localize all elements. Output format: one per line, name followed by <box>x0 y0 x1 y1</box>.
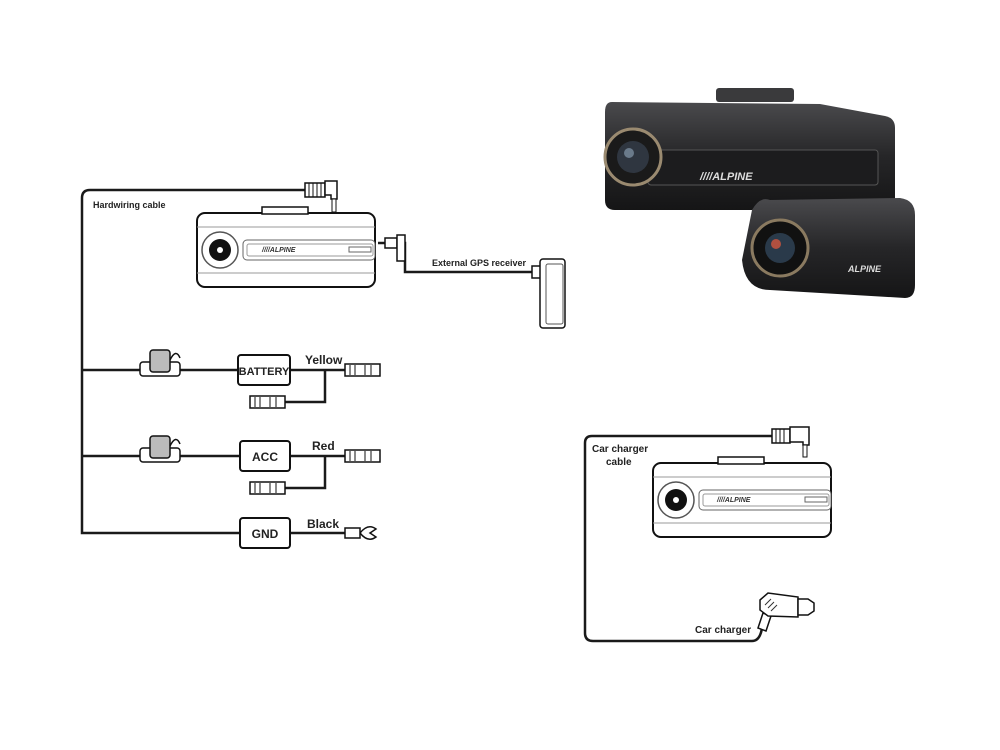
fuse-holder-icon <box>139 349 181 377</box>
acc-box: ACC <box>239 440 291 472</box>
car-charger-cable-label: Car charger <box>592 444 648 455</box>
connector-icon <box>344 363 381 377</box>
fuse-holder-icon <box>139 435 181 463</box>
hardwiring-cable-line <box>80 188 307 535</box>
car-charger-cable-label-line2: cable <box>606 457 632 468</box>
brand-logo: ////ALPINE <box>261 247 296 254</box>
red-wire-label: Red <box>312 439 335 453</box>
svg-text:ALPINE: ALPINE <box>847 264 882 274</box>
car-charger-cable-line <box>583 434 772 643</box>
connector-icon <box>249 395 286 409</box>
car-charger-label: Car charger <box>695 625 751 636</box>
car-charger-icon <box>757 592 815 632</box>
connector-icon <box>344 449 381 463</box>
svg-text:////ALPINE: ////ALPINE <box>699 171 753 183</box>
hardwiring-cable-label: Hardwiring cable <box>93 200 166 210</box>
svg-text:BATTERY: BATTERY <box>239 366 290 378</box>
hardwiring-plug-icon <box>304 180 338 213</box>
dashcam-product-photo: ////ALPINE ALPINE <box>603 88 915 298</box>
gnd-box: GND <box>239 517 291 549</box>
black-wire-label: Black <box>307 517 339 531</box>
battery-box: BATTERY <box>237 354 291 386</box>
svg-text:ACC: ACC <box>252 450 278 464</box>
brand-logo: ////ALPINE <box>716 497 751 504</box>
svg-text:GND: GND <box>252 527 279 541</box>
connector-icon <box>249 481 286 495</box>
charger-plug-icon <box>771 426 810 458</box>
yellow-wire-label: Yellow <box>305 353 343 367</box>
gps-jack-icon <box>384 234 406 262</box>
gps-receiver-icon <box>531 258 566 329</box>
external-gps-label: External GPS receiver <box>432 258 527 268</box>
ring-terminal-icon <box>344 526 378 540</box>
